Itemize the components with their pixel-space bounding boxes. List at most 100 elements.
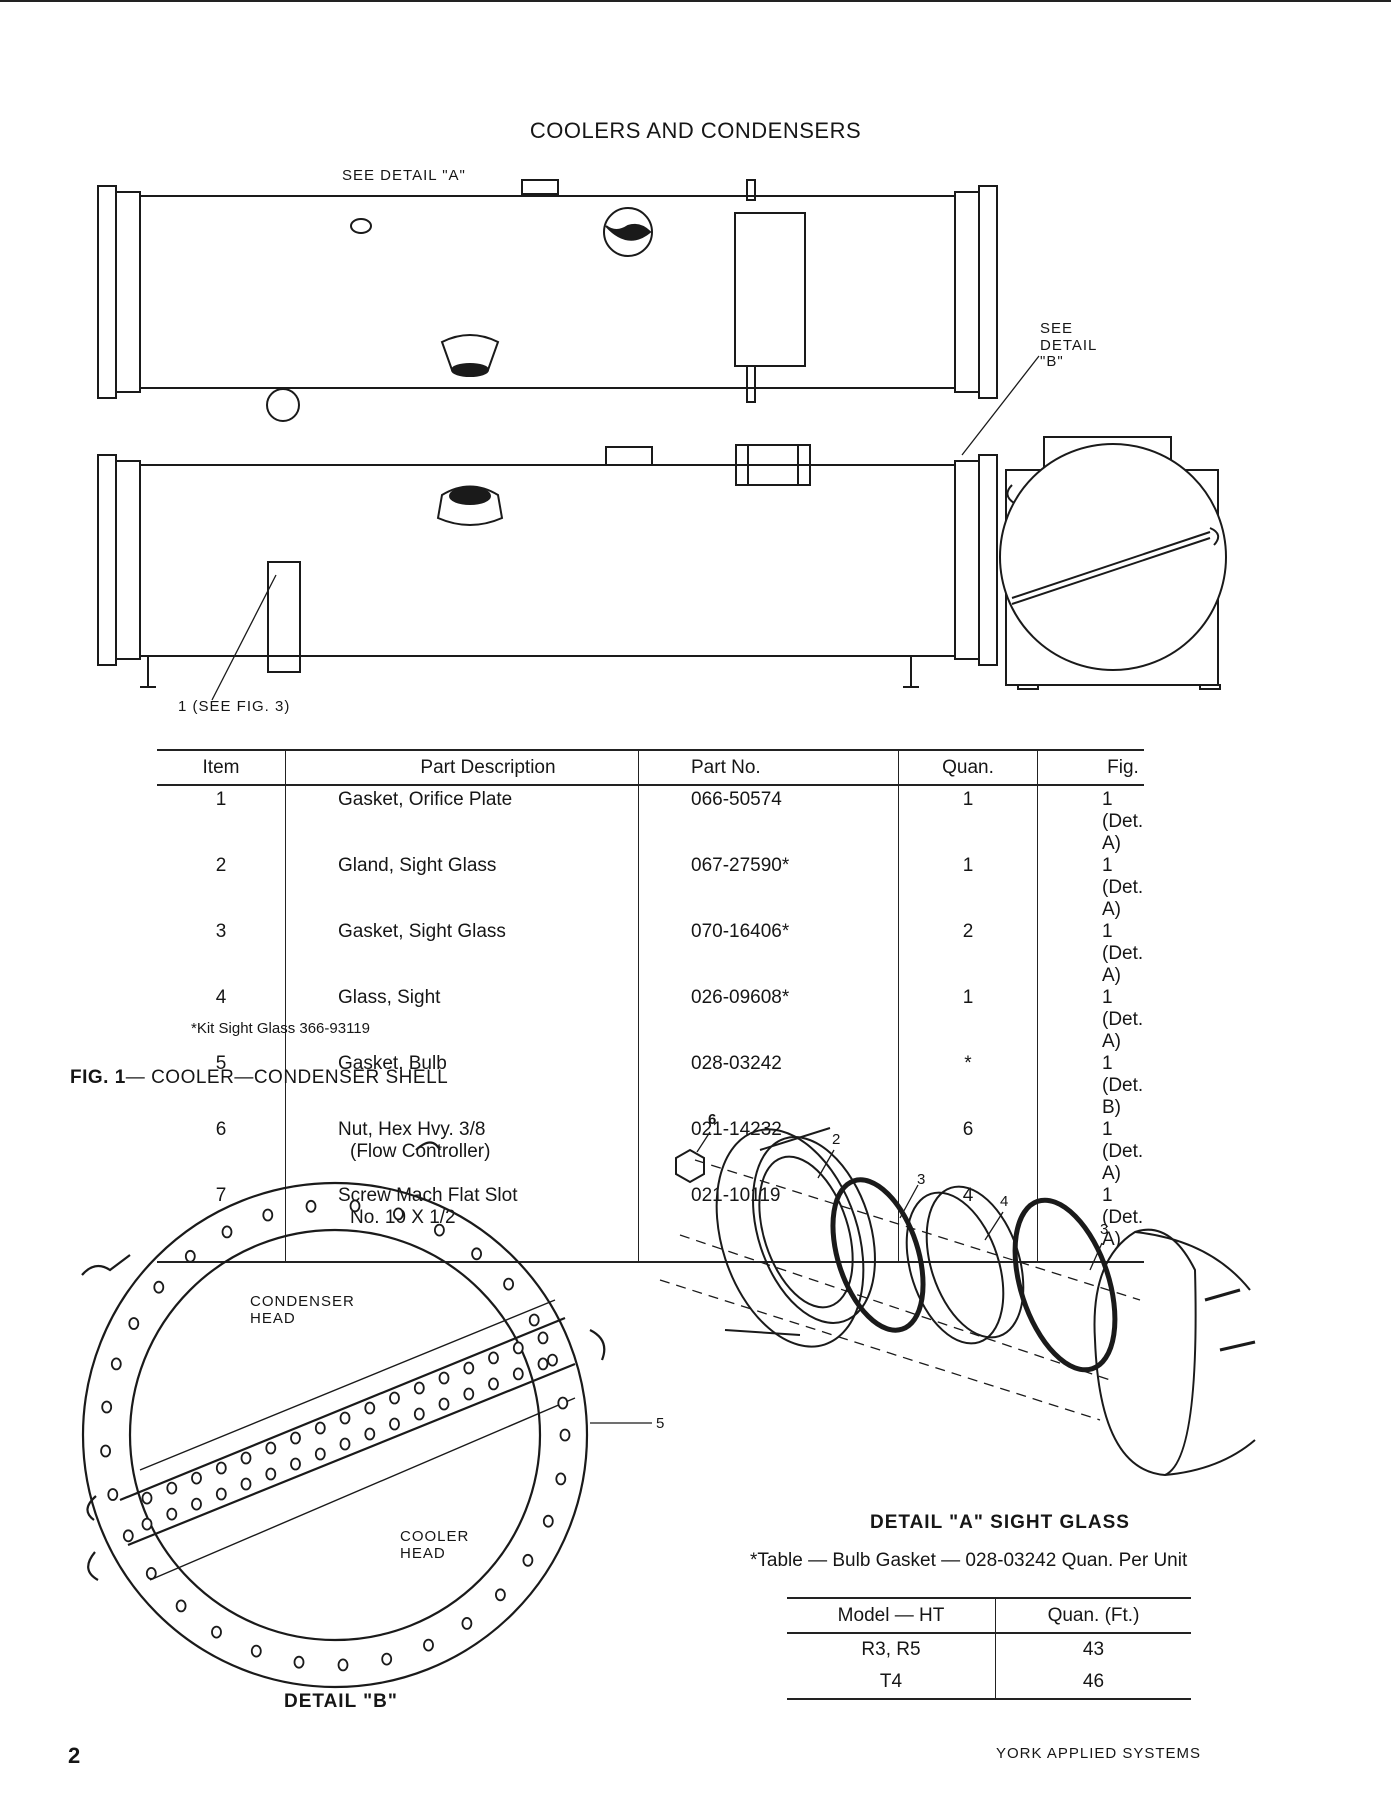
bolt-hole	[250, 1644, 262, 1658]
fig-cell-text: 1 (Det. B)	[1102, 1053, 1144, 1118]
label-see-detail-b-3: "B"	[1040, 353, 1064, 370]
fig-cell-text: 1 (Det. A)	[1102, 1185, 1144, 1250]
lower-shell	[97, 355, 1040, 701]
description-cell: Gland, Sight Glass	[285, 855, 639, 921]
quan-cell-text: 1	[962, 855, 974, 876]
bolt-hole	[512, 1367, 524, 1381]
model-cell: T4	[787, 1666, 996, 1700]
shell-drawing	[97, 179, 1227, 701]
col-fig: Fig.	[1037, 749, 1144, 786]
quan-cell: 1	[898, 987, 1038, 1053]
item-cell-text: 2	[215, 855, 227, 876]
bolt-hole	[290, 1457, 301, 1471]
bolt-hole	[293, 1655, 305, 1669]
callout-5: 5	[656, 1415, 666, 1432]
bolt-hole	[389, 1417, 400, 1431]
description-cell-text: Nut, Hex Hvy. 3/8	[338, 1119, 486, 1140]
part-no-cell-text: 021-14232	[691, 1119, 782, 1140]
fig-cell-text: 1 (Det. A)	[1102, 921, 1144, 986]
bolt-hole	[364, 1427, 376, 1441]
fig-cell-text: 1 (Det. A)	[1102, 789, 1144, 854]
bolt-hole	[265, 1441, 277, 1455]
description-cell-text: Gasket, Sight Glass	[338, 921, 506, 942]
part-no-cell-text: 066-50574	[691, 789, 782, 810]
bolt-hole	[557, 1396, 569, 1410]
quan-cell-text: 6	[962, 1119, 974, 1140]
figure-caption-text: — COOLER—CONDENSER SHELL	[125, 1067, 449, 1088]
bolt-hole	[240, 1451, 252, 1465]
bolt-hole	[433, 1223, 445, 1237]
item-cell: 7	[157, 1185, 286, 1263]
bolt-hole	[413, 1407, 425, 1421]
bolt-hole	[528, 1313, 540, 1327]
item-cell-text: 4	[215, 987, 227, 1008]
parts-table: Item Part Description Part No. Quan. Fig…	[157, 749, 1144, 1263]
part-no-cell: 066-50574	[638, 785, 899, 855]
bolt-hole	[141, 1491, 153, 1505]
bolt-hole	[339, 1437, 351, 1451]
bolt-hole	[349, 1199, 361, 1213]
callout-3b: 3	[1100, 1221, 1110, 1238]
bolt-hole	[221, 1225, 233, 1239]
shell-end-view	[999, 436, 1227, 690]
quan-cell: 1	[898, 855, 1038, 921]
bolt-hole	[215, 1461, 227, 1475]
bolt-hole	[392, 1207, 404, 1221]
bolt-hole	[240, 1477, 252, 1491]
col-quan-ft: Quan. (Ft.)	[995, 1597, 1191, 1634]
quan-cell-text: 4	[962, 1185, 974, 1206]
label-condenser: CONDENSER	[250, 1293, 355, 1310]
fig-cell-text: 1 (Det. A)	[1102, 1119, 1144, 1184]
bolt-hole	[215, 1487, 227, 1501]
description-cell: Gasket, Bulb	[285, 1053, 639, 1119]
quan-cell: 6	[898, 1119, 1038, 1185]
bolt-hole	[191, 1497, 202, 1511]
label-see-fig-3: 1 (SEE FIG. 3)	[178, 698, 291, 715]
label-cooler: COOLER	[400, 1528, 470, 1545]
description-cell: Gasket, Orifice Plate	[285, 785, 639, 855]
part-no-cell-text: 026-09608*	[691, 987, 790, 1008]
quan-cell-text: 1	[962, 987, 974, 1008]
bolt-hole	[522, 1553, 534, 1567]
part-no-cell-text: 070-16406*	[691, 921, 790, 942]
col-part-no: Part No.	[638, 749, 899, 786]
item-cell-text: 6	[215, 1119, 227, 1140]
part-no-cell-text: 028-03242	[691, 1053, 782, 1074]
bolt-hole	[537, 1331, 549, 1345]
description-cell-text: Gland, Sight Glass	[338, 855, 497, 876]
page-title: COOLERS AND CONDENSERS	[529, 118, 862, 143]
part-no-cell: 028-03242	[638, 1053, 899, 1119]
col-item: Item	[157, 749, 286, 786]
bolt-hole	[488, 1377, 499, 1391]
bolt-hole	[423, 1638, 434, 1652]
model-cell: R3, R5	[861, 1639, 921, 1660]
item-cell-text: 3	[215, 921, 227, 942]
detail-b-gasket-drawing	[81, 1141, 652, 1689]
bolt-hole	[461, 1617, 473, 1630]
fig-cell: 1 (Det. A)	[1037, 855, 1144, 921]
bolt-hole	[438, 1397, 450, 1411]
bolt-hole	[503, 1277, 515, 1291]
bolt-hole	[537, 1357, 549, 1371]
bolt-hole	[184, 1249, 196, 1263]
part-no-cell-text: 021-10119	[691, 1185, 781, 1206]
fig-cell: 1 (Det. A)	[1037, 921, 1144, 987]
quan-ft-cell: 43	[995, 1633, 1191, 1666]
callout-2: 2	[832, 1131, 842, 1148]
bolt-hole	[122, 1529, 134, 1543]
parts-table-row: 1 Gasket, Orifice Plate 066-50574 1 1 (Det. …	[157, 785, 1144, 855]
item-cell: 6	[157, 1119, 286, 1185]
page-top-rule	[0, 0, 1391, 2]
description-cell: Gasket, Sight Glass	[285, 921, 639, 987]
fig-cell: 1 (Det. A)	[1037, 1119, 1144, 1185]
fig-cell-text: 1 (Det. A)	[1102, 855, 1144, 920]
item-cell-text: 1	[215, 789, 227, 810]
quan-cell: 1	[898, 785, 1038, 855]
bolt-hole	[110, 1357, 122, 1371]
bolt-hole	[438, 1371, 450, 1385]
bolt-hole	[547, 1353, 558, 1367]
